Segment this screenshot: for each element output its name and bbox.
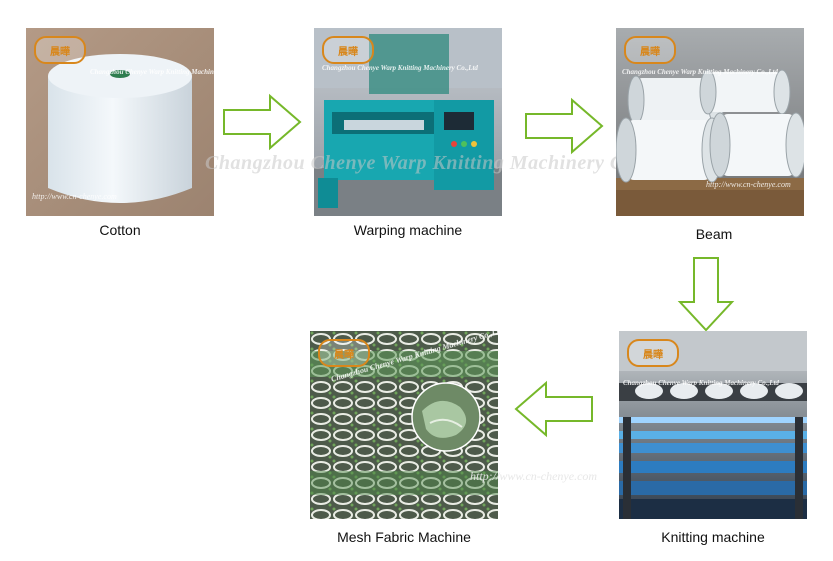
knitting-machine-illustration bbox=[619, 331, 807, 519]
chenye-logo: 晨曄 bbox=[318, 339, 370, 367]
bottom-url-watermark: http://www.cn-chenye.com bbox=[470, 469, 598, 483]
arrow-right-icon bbox=[525, 97, 604, 155]
mesh-photo: 晨曄 Changzhou Chenye Warp Knitting Machin… bbox=[310, 331, 498, 519]
step-label-cotton: Cotton bbox=[99, 222, 141, 238]
chenye-logo: 晨曄 bbox=[322, 36, 374, 64]
photo-watermark: Changzhou Chenye Warp Knitting Machinery… bbox=[90, 68, 214, 76]
chenye-logo: 晨曄 bbox=[624, 36, 676, 64]
photo-url-watermark: http://www.cn-chenye.com bbox=[32, 192, 117, 201]
cotton-photo: 晨曄 Changzhou Chenye Warp Knitting Machin… bbox=[26, 28, 214, 216]
photo-watermark: Changzhou Chenye Warp Knitting Machinery… bbox=[322, 64, 478, 72]
beam-photo: 晨曄 Changzhou Chenye Warp Knitting Machin… bbox=[616, 28, 804, 216]
chenye-logo: 晨曄 bbox=[34, 36, 86, 64]
step-label-warping: Warping machine bbox=[353, 222, 463, 238]
mesh-fabric-illustration bbox=[310, 331, 498, 519]
photo-watermark: Changzhou Chenye Warp Knitting Machinery… bbox=[622, 68, 778, 76]
warping-photo: 晨曄 Changzhou Chenye Warp Knitting Machin… bbox=[314, 28, 502, 216]
step-label-mesh: Mesh Fabric Machine bbox=[337, 529, 471, 545]
photo-watermark: Changzhou Chenye Warp Knitting Machinery… bbox=[623, 379, 779, 387]
warping-machine-illustration bbox=[314, 28, 502, 216]
beam-illustration bbox=[616, 69, 804, 216]
knitting-photo: 晨曄 Changzhou Chenye Warp Knitting Machin… bbox=[619, 331, 807, 519]
photo-url-watermark: http://www.cn-chenye.com bbox=[706, 180, 791, 189]
chenye-logo: 晨曄 bbox=[627, 339, 679, 367]
step-label-knitting: Knitting machine bbox=[661, 529, 765, 545]
center-watermark: Changzhou Chenye Warp Knitting Machinery… bbox=[205, 152, 675, 174]
step-label-beam: Beam bbox=[695, 226, 733, 242]
cotton-spool-illustration bbox=[48, 54, 192, 203]
arrow-right-icon bbox=[223, 93, 302, 151]
arrow-down-icon bbox=[677, 257, 735, 332]
arrow-left-icon bbox=[514, 380, 593, 438]
